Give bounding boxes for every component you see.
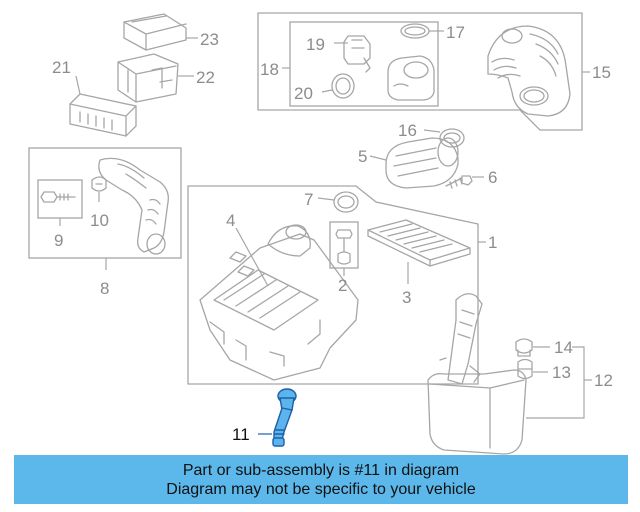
resonator-5 — [369, 137, 459, 189]
info-banner: Part or sub-assembly is #11 in diagram D… — [14, 455, 628, 504]
o-ring-7 — [317, 191, 359, 213]
resonator-tank-group — [427, 293, 592, 455]
callout-4: 4 — [226, 211, 235, 230]
bracket-22 — [117, 53, 194, 103]
bushing-13 — [517, 358, 548, 380]
upper-left-parts — [69, 13, 198, 137]
callout-19: 19 — [306, 35, 325, 54]
callout-6: 6 — [488, 168, 497, 187]
callout-3: 3 — [402, 288, 411, 307]
o-ring-20 — [321, 73, 355, 99]
duct-adapter — [387, 55, 435, 101]
callout-10: 10 — [90, 211, 109, 230]
highlighted-part-11-hose — [258, 388, 297, 447]
callout-8: 8 — [100, 279, 109, 298]
callout-15: 15 — [592, 63, 611, 82]
callout-16: 16 — [398, 121, 417, 140]
group-outline-15 — [257, 12, 583, 131]
group-outline-8 — [28, 147, 182, 259]
callout-17: 17 — [446, 23, 465, 42]
callout-12: 12 — [594, 371, 613, 390]
callout-11: 11 — [232, 425, 250, 444]
callout-2: 2 — [338, 276, 347, 295]
callout-13: 13 — [552, 363, 571, 382]
callout-23: 23 — [200, 30, 219, 49]
leader-12 — [526, 346, 585, 419]
cover-23 — [123, 13, 198, 51]
group-outline-1 — [187, 185, 479, 385]
resonator-tank — [427, 293, 527, 455]
banner-line-part-number: Part or sub-assembly is #11 in diagram — [182, 461, 460, 479]
callout-18: 18 — [260, 60, 279, 79]
callout-9: 9 — [54, 231, 63, 250]
callout-22: 22 — [196, 68, 215, 87]
hose-clamp-17 — [400, 23, 444, 39]
callout-20: 20 — [294, 84, 313, 103]
duct-21 — [69, 75, 137, 137]
air-cleaner-group-1 — [187, 185, 486, 385]
clamp-16 — [423, 128, 465, 148]
air-filter-3 — [367, 219, 471, 284]
callout-7: 7 — [304, 190, 313, 209]
intake-duct-assembly-group — [257, 12, 590, 131]
resonator-parts — [369, 128, 484, 189]
duct-group-8 — [28, 147, 182, 270]
intake-hose-15 — [487, 25, 571, 117]
banner-line-disclaimer: Diagram may not be specific to your vehi… — [166, 480, 476, 498]
callout-1: 1 — [488, 233, 497, 252]
callout-5: 5 — [358, 147, 367, 166]
mass-air-flow-sensor — [334, 35, 371, 73]
bolt-6 — [445, 175, 484, 189]
air-cleaner-housing-4 — [199, 224, 359, 381]
callout-21: 21 — [52, 58, 71, 77]
grommet-14 — [515, 338, 550, 357]
callout-14: 14 — [554, 338, 573, 357]
parts-diagram: 23 22 21 19 17 18 20 15 16 5 6 7 4 1 2 3… — [28, 12, 613, 455]
group-outline-18 — [289, 21, 439, 107]
